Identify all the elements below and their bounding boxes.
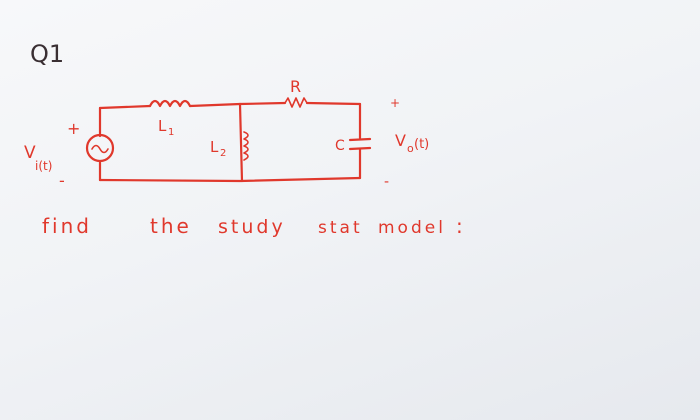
output-plus-sign: + <box>390 96 400 110</box>
inductor-l2-symbol <box>243 131 249 161</box>
output-minus-sign: - <box>384 174 389 190</box>
instruction-word-study: study <box>218 216 286 238</box>
resistor-label: R <box>290 77 301 96</box>
source-voltage-subscript: i(t) <box>35 159 52 173</box>
wire-top-left <box>98 104 152 110</box>
wire-middle-branch <box>238 102 244 183</box>
output-voltage-arg: (t) <box>414 137 429 152</box>
wire-to-resistor <box>238 101 287 106</box>
instruction-word-model: model <box>378 218 446 238</box>
source-minus-sign: - <box>59 171 65 190</box>
wire-bottom <box>98 176 362 183</box>
resistor-symbol <box>284 97 308 108</box>
question-label: Q1 <box>30 40 64 68</box>
inductor-l2-label: L <box>210 138 219 156</box>
wire-top-mid <box>188 102 242 108</box>
source-voltage-label: V <box>24 143 36 163</box>
instruction-word-find: find <box>42 214 92 238</box>
inductor-l2-subscript: 2 <box>220 148 226 159</box>
instruction-word-the: the <box>150 214 192 238</box>
output-voltage-subscript: o <box>407 142 414 155</box>
wire-top-right <box>305 101 362 106</box>
inductor-l1-label: L <box>158 117 167 135</box>
ac-source-symbol <box>85 133 115 163</box>
source-plus-sign: + <box>67 119 80 138</box>
instruction-colon: : <box>456 214 463 238</box>
inductor-l1-symbol <box>148 99 192 108</box>
capacitor-plate-top <box>348 137 372 142</box>
capacitor-label: C <box>335 138 345 154</box>
output-voltage-label: V <box>395 131 406 150</box>
ac-source-wave-icon <box>91 144 109 154</box>
instruction-word-stat: stat <box>318 218 363 238</box>
inductor-l1-subscript: 1 <box>168 127 174 138</box>
